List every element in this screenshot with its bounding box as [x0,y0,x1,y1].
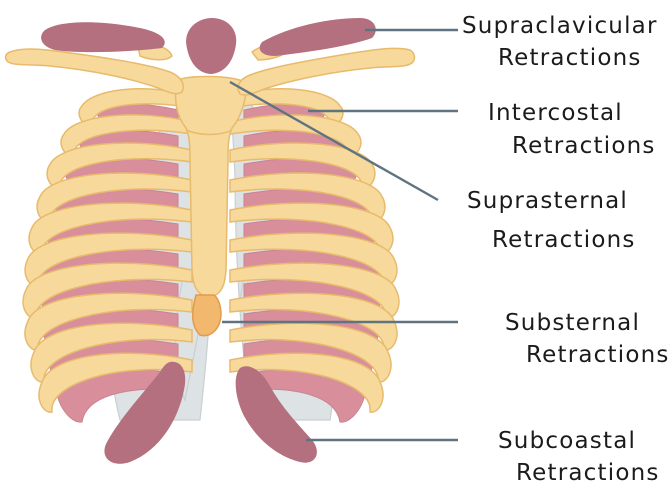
ribs [22,88,400,413]
leader-lines [222,28,458,442]
left-rib-8 [24,292,193,351]
label-suprasternal-line1: Suprasternal [467,188,628,214]
label-intercostal-line1: Intercostal [488,100,623,126]
suprasternal-area [186,18,237,74]
label-subcostal: Subcoastal Retractions [498,428,660,486]
label-subcostal-line2: Retractions [516,460,660,486]
leader-suprasternal [229,80,439,202]
left-rib-6 [24,232,193,287]
label-substernal-line2: Retractions [526,342,670,368]
left-rib-10 [38,352,193,413]
right-rib-10 [229,352,384,413]
retraction-areas [41,18,376,464]
label-substernal: Substernal Retractions [505,310,670,368]
right-rib-3 [229,142,376,189]
label-supraclavicular-line1: Supraclavicular [462,13,658,39]
label-suprasternal-line2: Retractions [492,227,636,253]
right-rib-8 [229,292,398,351]
right-rib-5 [229,202,394,255]
label-substernal-line1: Substernal [505,310,640,336]
label-suprasternal: Suprasternal Retractions [467,188,636,253]
right-rib-9 [229,322,392,383]
left-rib-5 [28,202,193,255]
right-rib-6 [229,232,398,287]
sternum [174,75,247,337]
supraclavicular-area-left [41,22,165,53]
left-rib-9 [30,322,193,383]
supraclavicular-area-right [259,18,376,56]
label-intercostal-line2: Retractions [512,133,656,159]
label-subcostal-line1: Subcoastal [498,428,636,454]
subcostal-area-right [235,366,317,463]
left-rib-3 [46,142,193,189]
label-supraclavicular: Supraclavicular Retractions [462,13,658,71]
left-rib-7 [22,262,193,319]
subcostal-area-left [104,361,186,464]
right-rib-7 [229,262,400,319]
label-intercostal: Intercostal Retractions [488,100,656,159]
label-supraclavicular-line2: Retractions [498,45,642,71]
